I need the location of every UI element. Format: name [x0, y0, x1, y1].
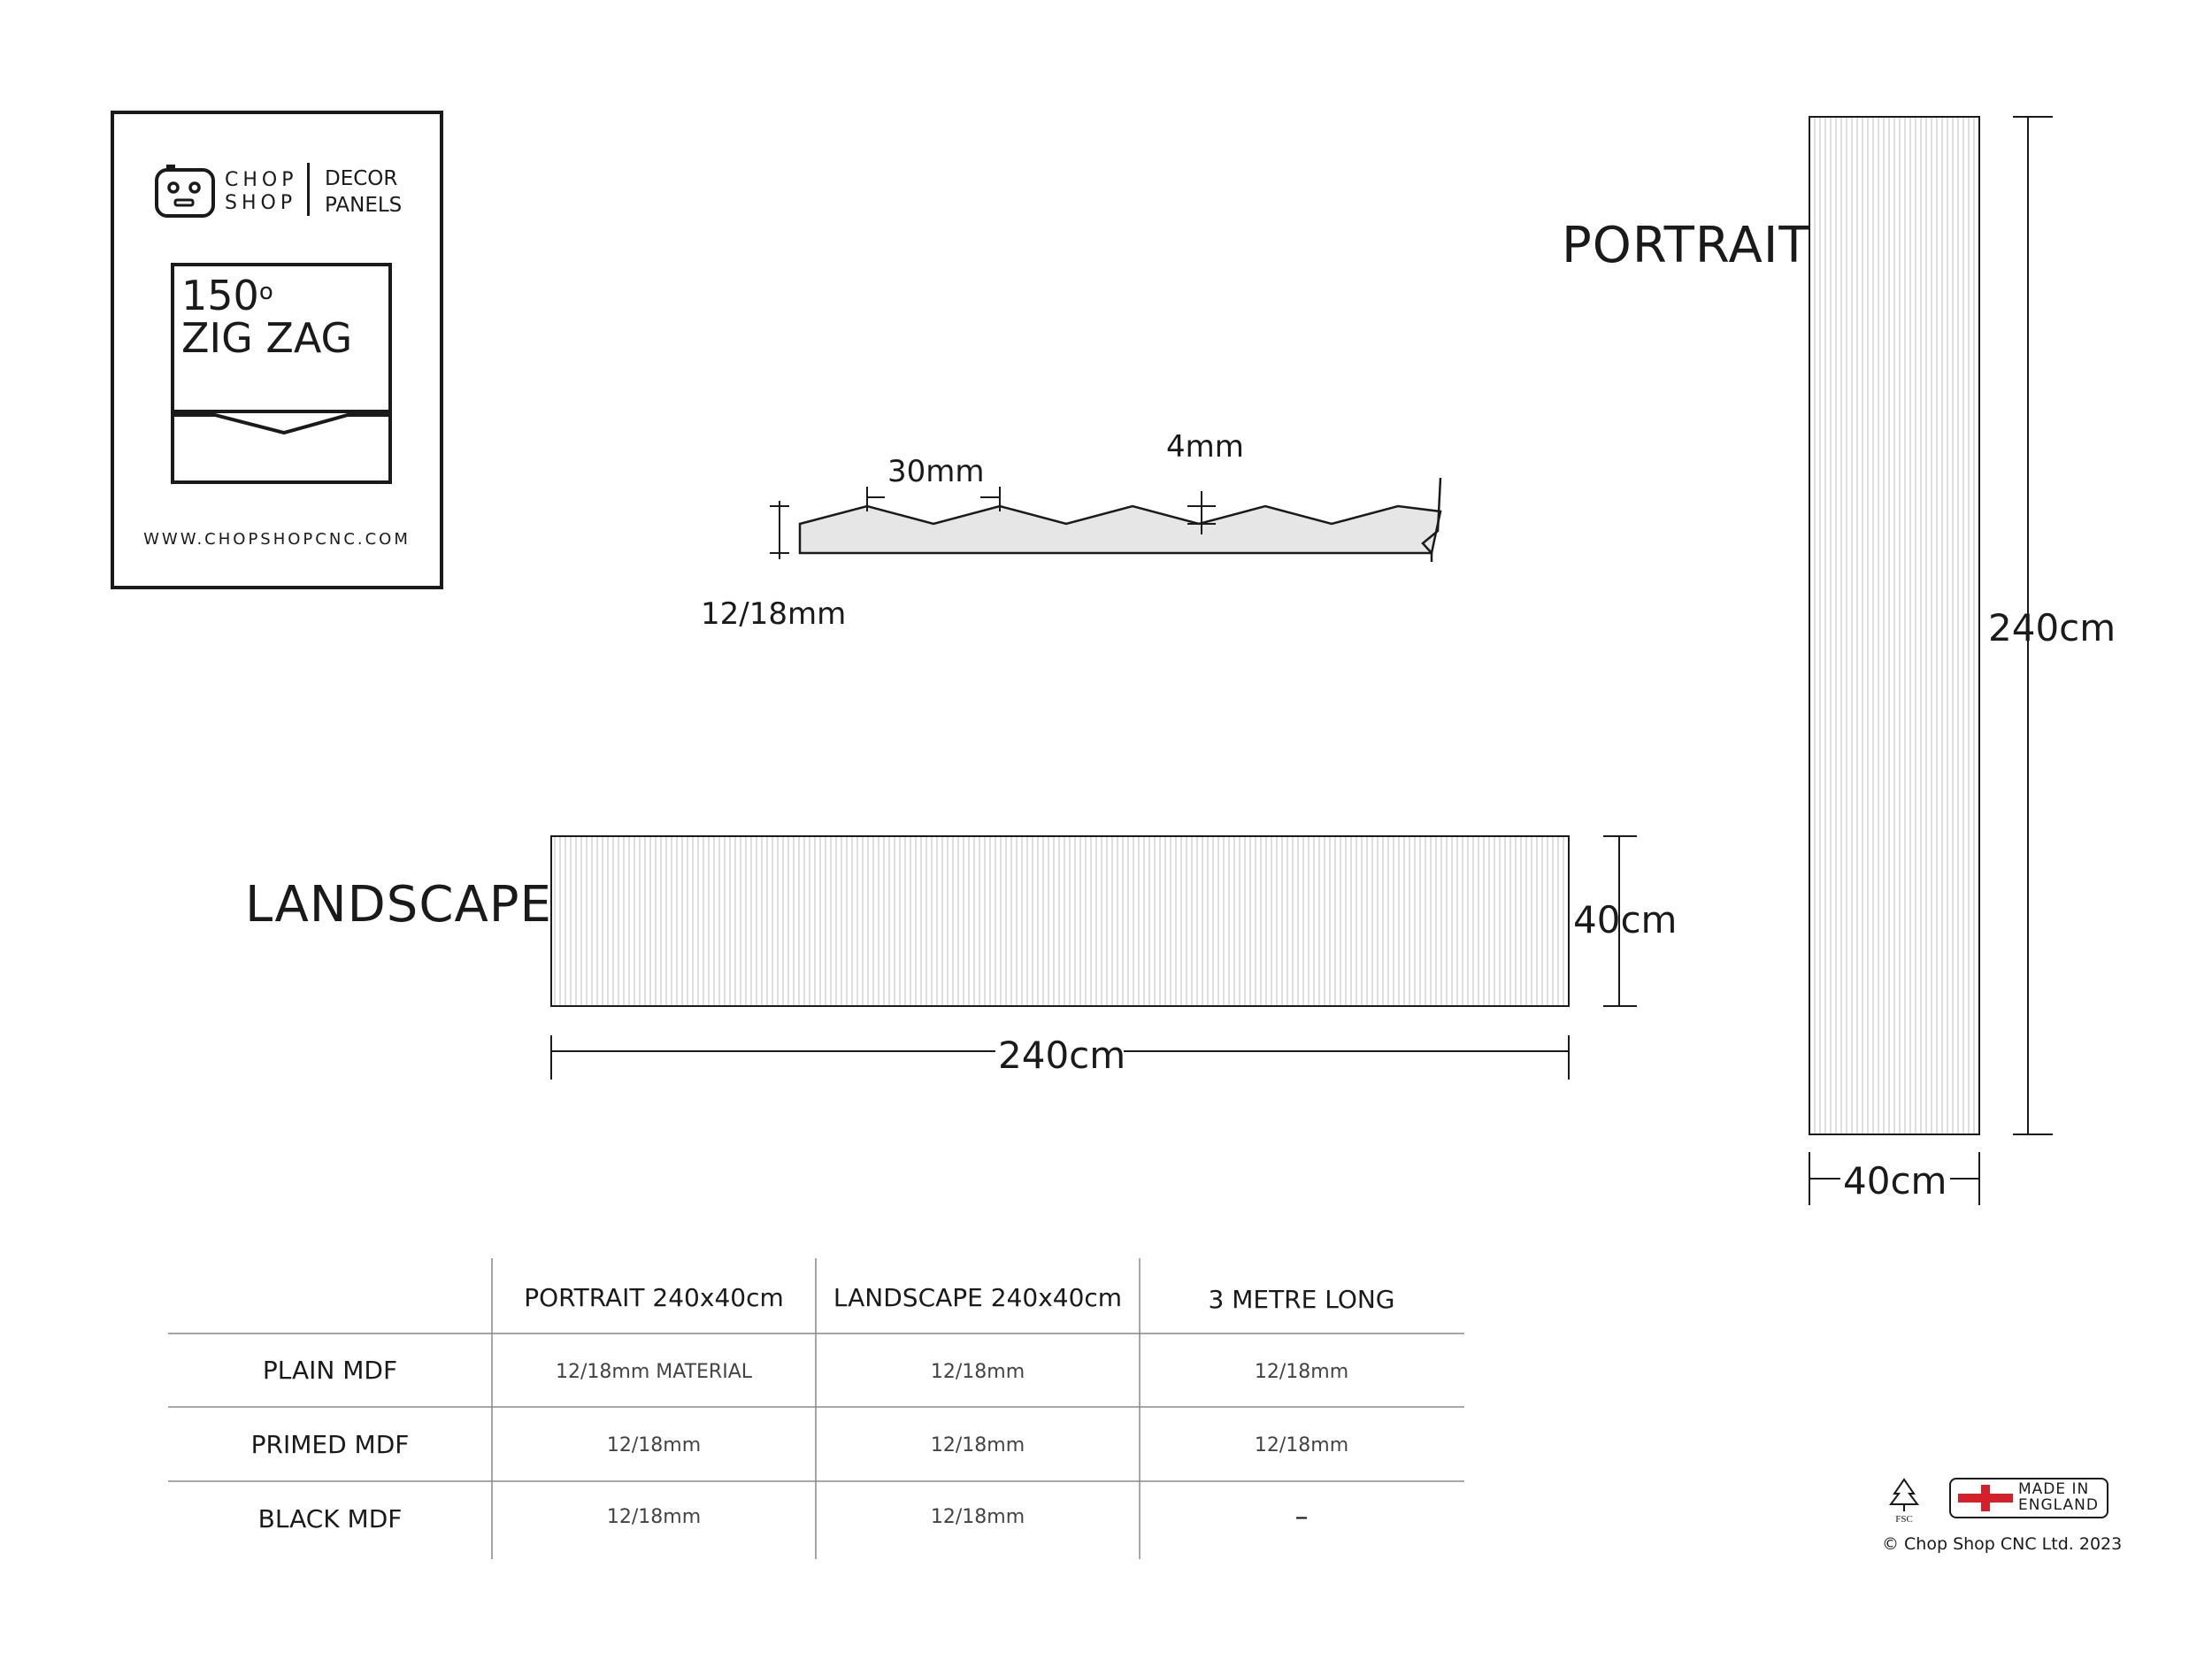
profile-pitch-label: 30mm: [887, 454, 985, 489]
brand-category: DECOR PANELS: [325, 165, 402, 219]
table-cell: 12/18mm: [606, 1506, 702, 1528]
made-in-england-text: MADE IN ENGLAND: [2018, 1481, 2099, 1513]
brand-divider: [307, 163, 310, 216]
table-grid: [168, 1258, 1464, 1559]
fsc-label: FSC: [1895, 1514, 1913, 1525]
profile-depth-label: 4mm: [1166, 429, 1244, 465]
table-header-3-metre: 3 METRE LONG: [1208, 1285, 1395, 1314]
degree-symbol: o: [258, 279, 273, 305]
row-label-plain-mdf: PLAIN MDF: [262, 1356, 398, 1385]
portrait-width-label: 40cm: [1843, 1159, 1947, 1203]
england-flag-icon: [1958, 1485, 2013, 1511]
portrait-panel-drawing: [1809, 116, 2053, 1205]
landscape-panel-drawing: [550, 835, 1637, 1080]
landscape-width-label: 240cm: [998, 1034, 1126, 1077]
table-cell: –: [1294, 1502, 1309, 1533]
table-cell: 12/18mm: [606, 1434, 702, 1456]
made-in-line2: ENGLAND: [2018, 1496, 2099, 1514]
product-name: ZIG ZAG: [181, 314, 353, 362]
row-label-black-mdf: BLACK MDF: [257, 1504, 403, 1533]
brand-name: CHOP SHOP: [225, 169, 298, 215]
table-header-landscape: LANDSCAPE 240x40cm: [833, 1283, 1123, 1312]
brand-name-line2: SHOP: [225, 192, 297, 214]
table-cell: 12/18mm: [1254, 1434, 1349, 1456]
product-angle-value: 150: [181, 272, 259, 319]
product-angle: 150o: [181, 273, 273, 318]
fsc-tree-icon: FSC: [1889, 1478, 1919, 1525]
table-header-portrait: PORTRAIT 240x40cm: [524, 1283, 784, 1312]
product-title-box: 150o ZIG ZAG: [171, 263, 392, 484]
copyright-text: © Chop Shop CNC Ltd. 2023: [1882, 1534, 2123, 1554]
landscape-height-label: 40cm: [1573, 898, 1678, 941]
profile-cross-section: [770, 477, 1442, 562]
chop-shop-robot-face-icon: [155, 165, 215, 218]
brand-category-line2: PANELS: [325, 194, 403, 217]
table-cell: 12/18mm MATERIAL: [556, 1361, 752, 1383]
profile-thickness-label: 12/18mm: [701, 596, 847, 632]
brand-name-line1: CHOP: [225, 169, 298, 191]
table-cell: 12/18mm: [930, 1361, 1025, 1383]
zigzag-profile-icon: [171, 410, 392, 435]
made-in-england-badge: MADE IN ENGLAND: [1949, 1478, 2108, 1518]
table-cell: 12/18mm: [930, 1506, 1025, 1528]
portrait-height-label: 240cm: [1988, 606, 2116, 649]
table-cell: 12/18mm: [1254, 1361, 1349, 1383]
made-in-line1: MADE IN: [2018, 1480, 2090, 1498]
portrait-heading: PORTRAIT: [1562, 217, 1810, 274]
brand-card: CHOP SHOP DECOR PANELS 150o ZIG ZAG WWW.…: [111, 111, 443, 589]
row-label-primed-mdf: PRIMED MDF: [250, 1430, 410, 1459]
website-url: WWW.CHOPSHOPCNC.COM: [143, 530, 411, 549]
material-spec-table: PORTRAIT 240x40cm LANDSCAPE 240x40cm 3 M…: [168, 1258, 1464, 1559]
table-cell: 12/18mm: [930, 1434, 1025, 1456]
brand-category-line1: DECOR: [325, 167, 398, 190]
landscape-heading: LANDSCAPE: [245, 876, 552, 934]
